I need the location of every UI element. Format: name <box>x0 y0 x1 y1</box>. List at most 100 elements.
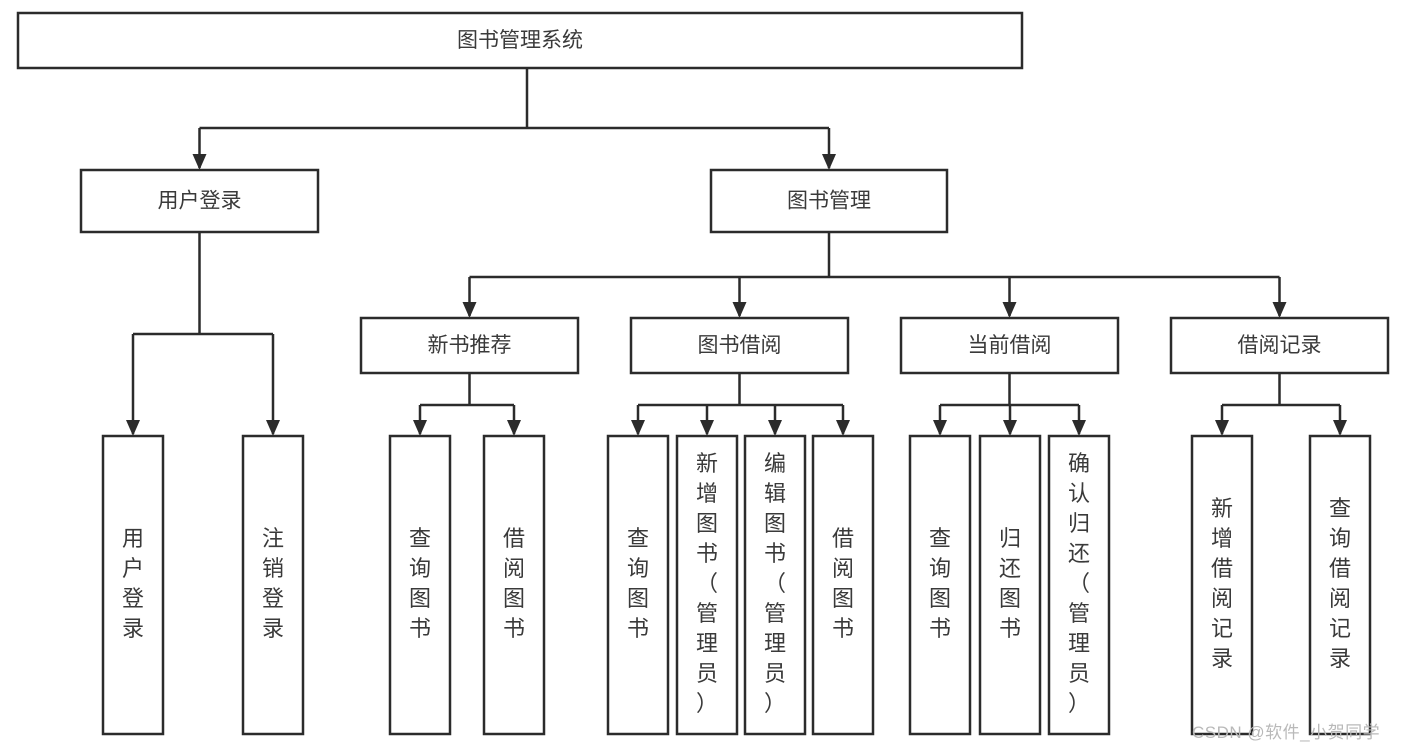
svg-text:书: 书 <box>929 616 951 641</box>
svg-text:用: 用 <box>122 526 144 551</box>
svg-text:归: 归 <box>1068 511 1090 536</box>
svg-text:询: 询 <box>929 556 951 581</box>
arrow-to-leaf-edit-book <box>768 420 782 436</box>
node-leaf-query-book-2[interactable] <box>606 434 670 736</box>
svg-text:增: 增 <box>1211 526 1233 551</box>
node-label-root: 图书管理系统 <box>457 29 583 52</box>
node-leaf-query-book-3[interactable] <box>908 434 972 736</box>
svg-text:录: 录 <box>262 616 284 641</box>
svg-text:编: 编 <box>764 451 786 476</box>
svg-text:记: 记 <box>1329 616 1351 641</box>
svg-text:阅: 阅 <box>832 556 854 581</box>
node-leaf-query-book-1[interactable] <box>388 434 452 736</box>
arrow-to-current-borrow <box>1002 302 1017 318</box>
node-book-management[interactable] <box>709 168 949 234</box>
svg-text:管: 管 <box>764 601 786 626</box>
svg-text:录: 录 <box>122 616 144 641</box>
svg-text:（: （ <box>696 571 718 596</box>
svg-text:员: 员 <box>696 661 718 686</box>
svg-text:阅: 阅 <box>503 556 525 581</box>
svg-text:辑: 辑 <box>764 481 786 506</box>
node-leaf-borrow-book-1[interactable] <box>482 434 546 736</box>
svg-text:书: 书 <box>832 616 854 641</box>
svg-text:认: 认 <box>1068 481 1090 506</box>
svg-text:书: 书 <box>409 616 431 641</box>
svg-text:图: 图 <box>999 586 1021 611</box>
arrow-to-leaf-borrow-book-1 <box>507 420 521 436</box>
node-leaf-query-record[interactable] <box>1308 434 1372 736</box>
arrow-to-book-borrow <box>732 302 747 318</box>
node-current-borrow[interactable] <box>899 316 1120 375</box>
svg-text:管: 管 <box>1068 601 1090 626</box>
svg-text:新: 新 <box>1211 496 1233 521</box>
node-layer: 图书管理系统用户登录图书管理新书推荐图书借阅当前借阅借阅记录用户登录注销登录查询… <box>16 11 1390 736</box>
svg-text:录: 录 <box>1329 646 1351 671</box>
svg-text:增: 增 <box>696 481 718 506</box>
csdn-watermark: CSDN @软件_小贺同学 <box>1192 723 1381 742</box>
node-leaf-add-record[interactable] <box>1190 434 1254 736</box>
svg-text:书: 书 <box>764 541 786 566</box>
arrow-to-leaf-logout <box>266 420 280 436</box>
connector-layer <box>126 68 1347 436</box>
node-label-user-login: 用户登录 <box>158 190 242 213</box>
svg-text:注: 注 <box>262 526 284 551</box>
node-leaf-return-book[interactable] <box>978 434 1042 736</box>
node-label-new-book-recommend: 新书推荐 <box>428 334 512 357</box>
svg-text:图: 图 <box>764 511 786 536</box>
node-leaf-user-login[interactable] <box>101 434 165 736</box>
svg-text:理: 理 <box>764 631 786 656</box>
arrow-to-leaf-borrow-book-2 <box>836 420 850 436</box>
arrow-to-leaf-query-book-1 <box>413 420 427 436</box>
arrow-to-leaf-user-login <box>126 420 140 436</box>
svg-text:销: 销 <box>262 556 284 581</box>
node-label-book-management: 图书管理 <box>787 190 871 213</box>
svg-text:理: 理 <box>696 631 718 656</box>
arrow-to-user-login <box>192 154 207 170</box>
svg-text:询: 询 <box>409 556 431 581</box>
node-leaf-borrow-book-2[interactable] <box>811 434 875 736</box>
node-root-book-management-system[interactable] <box>16 11 1024 70</box>
svg-text:确: 确 <box>1068 451 1090 476</box>
svg-text:新: 新 <box>696 451 718 476</box>
node-leaf-add-book[interactable] <box>675 434 739 736</box>
svg-text:）: ） <box>1068 691 1090 716</box>
svg-text:图: 图 <box>503 586 525 611</box>
svg-text:阅: 阅 <box>1329 586 1351 611</box>
arrow-to-leaf-query-book-3 <box>933 420 947 436</box>
arrow-to-leaf-return-book <box>1003 420 1017 436</box>
node-new-book-recommend[interactable] <box>359 316 580 375</box>
svg-text:）: ） <box>696 691 718 716</box>
svg-text:图: 图 <box>929 586 951 611</box>
svg-text:登: 登 <box>262 586 284 611</box>
svg-text:还: 还 <box>999 556 1021 581</box>
node-user-login[interactable] <box>79 168 320 234</box>
node-leaf-confirm-return[interactable] <box>1047 434 1111 736</box>
svg-text:书: 书 <box>696 541 718 566</box>
node-borrow-record[interactable] <box>1169 316 1390 375</box>
svg-text:图: 图 <box>696 511 718 536</box>
node-leaf-edit-book[interactable] <box>743 434 807 736</box>
svg-text:查: 查 <box>929 526 951 551</box>
node-label-leaf-user-login: 用户登录 <box>122 526 144 641</box>
svg-text:借: 借 <box>1211 556 1233 581</box>
node-leaf-logout[interactable] <box>241 434 305 736</box>
node-label-book-borrow: 图书借阅 <box>698 334 782 357</box>
svg-text:借: 借 <box>503 526 525 551</box>
node-book-borrow[interactable] <box>629 316 850 375</box>
svg-text:记: 记 <box>1211 616 1233 641</box>
svg-text:借: 借 <box>832 526 854 551</box>
svg-text:登: 登 <box>122 586 144 611</box>
